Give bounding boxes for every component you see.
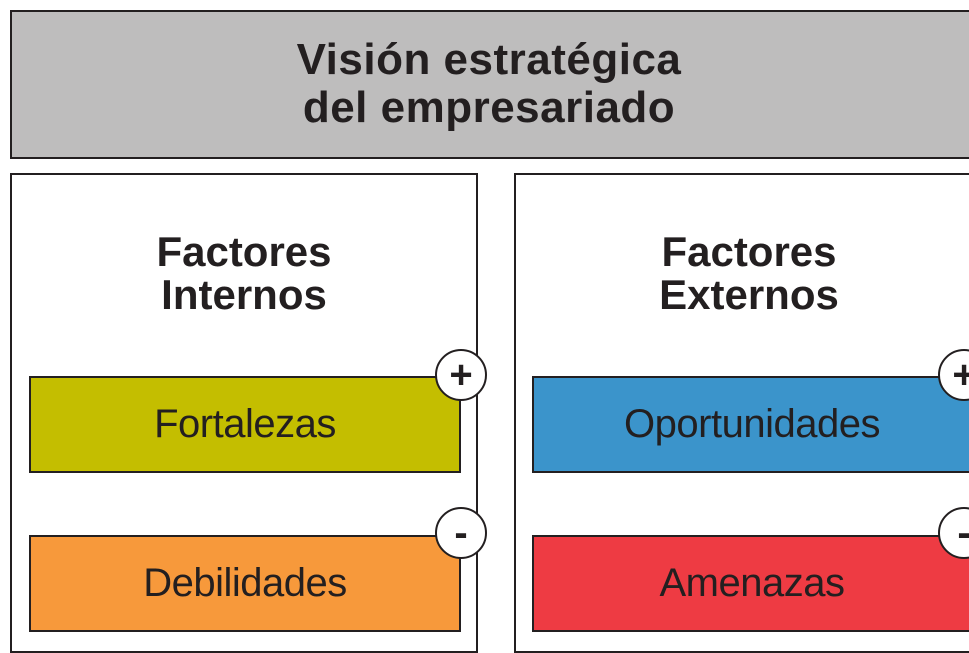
internal-title-line-1: Factores — [156, 228, 332, 275]
threats-box: Amenazas — [532, 535, 969, 632]
internal-factors-title: Factores Internos — [10, 230, 478, 316]
external-title-line-2: Externos — [659, 271, 839, 318]
weaknesses-box: Debilidades — [29, 535, 461, 632]
page-title: Visión estratégica del empresariado — [10, 36, 968, 132]
opportunities-box: Oportunidades — [532, 376, 969, 473]
internal-title-line-2: Internos — [161, 271, 327, 318]
header-banner — [10, 10, 969, 159]
title-line-1: Visión estratégica — [296, 35, 682, 84]
external-title-line-1: Factores — [661, 228, 837, 275]
strengths-box: Fortalezas — [29, 376, 461, 473]
minus-badge-weaknesses: - — [435, 507, 487, 559]
title-line-2: del empresariado — [302, 83, 676, 132]
plus-badge-strengths: + — [435, 349, 487, 401]
external-factors-title: Factores Externos — [514, 230, 969, 316]
